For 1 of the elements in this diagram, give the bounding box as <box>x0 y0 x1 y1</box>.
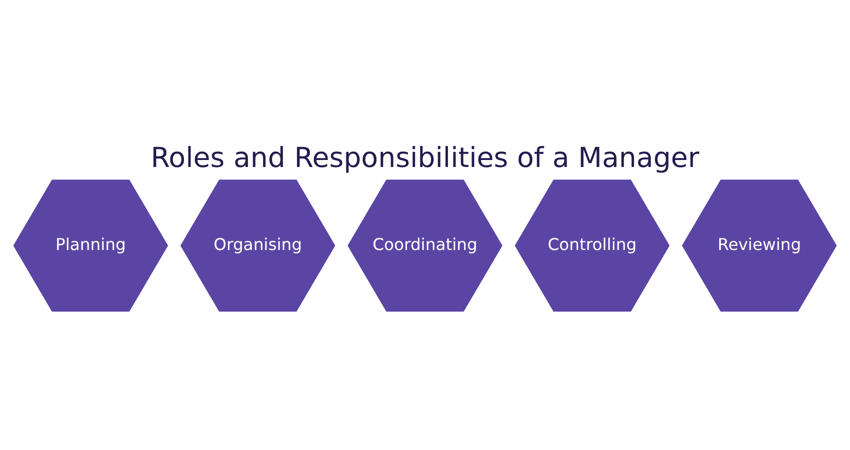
diagram-title: Roles and Responsibilities of a Manager <box>150 140 700 174</box>
